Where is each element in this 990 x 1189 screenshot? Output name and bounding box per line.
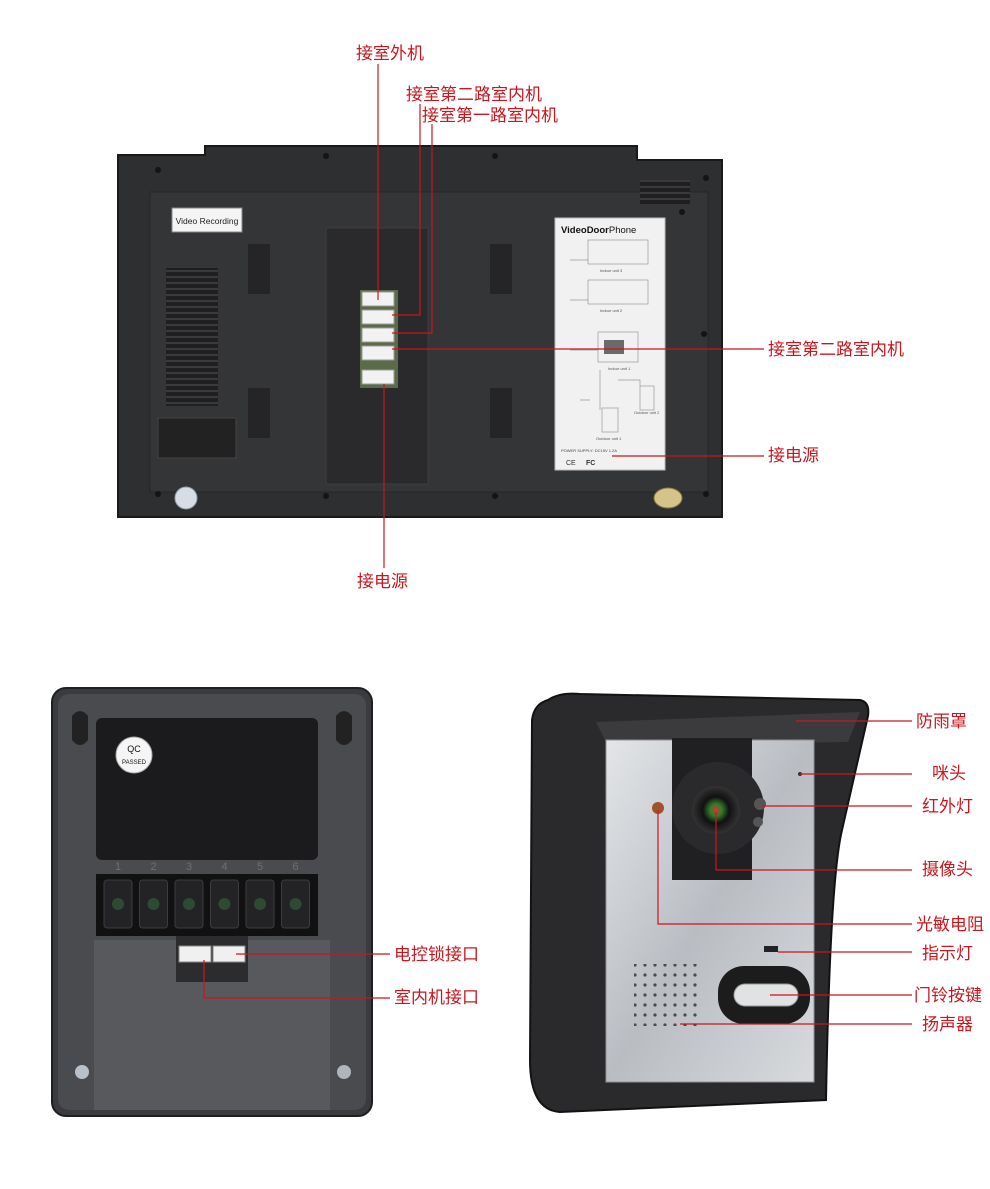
screw-head-icon [289, 898, 302, 910]
terminal-number: 5 [257, 861, 263, 873]
mount-slot [72, 711, 88, 745]
qc-text-line2: PASSED [122, 760, 147, 766]
terminal-number: 1 [115, 861, 121, 873]
label-power-right: 接电源 [768, 446, 819, 466]
label-indicator: 指示灯 [922, 944, 973, 964]
screw-icon [75, 1065, 89, 1079]
monitor-back: Video Recording VideoDoorPhone Indoor un… [117, 145, 723, 518]
ce-mark: CE [566, 460, 576, 467]
leader-indoor-unit-2-top [392, 104, 421, 316]
fc-mark: FC [586, 460, 595, 467]
ir-led-icon [754, 798, 766, 810]
panel-title: VideoDoorPhone [561, 225, 636, 236]
rain-cover-hood [596, 712, 860, 746]
label-indoor-unit-2-right: 接室第二路室内机 [768, 340, 904, 360]
outdoor-unit-back: QC PASSED 1 2 3 4 5 6 [51, 687, 373, 1117]
label-rain-cover: 防雨罩 [916, 712, 967, 732]
label-microphone: 咪头 [932, 764, 966, 784]
sd-slot [157, 417, 237, 459]
screw-icon [337, 1065, 351, 1079]
terminal-number: 2 [150, 861, 156, 873]
terminal-number: 3 [186, 861, 192, 873]
panel-title-light: Phone [609, 225, 636, 236]
panel-outdoor-1: Outdoor unit 1 [596, 436, 622, 441]
ir-led-icon [753, 817, 763, 827]
hanger-slot [490, 244, 512, 294]
panel-screen [604, 340, 624, 354]
connector-indoor-1[interactable] [361, 327, 395, 343]
annotation-leaders [203, 64, 912, 1025]
connector-indoor-2[interactable] [361, 309, 395, 325]
wiring-sketch [570, 239, 655, 433]
hanger-slot [248, 388, 270, 438]
screw-head-icon [183, 898, 195, 910]
label-speaker: 扬声器 [922, 1015, 973, 1035]
label-outdoor-unit-port: 接室外机 [356, 44, 424, 64]
round-sticker [174, 486, 198, 510]
panel-indoor-1: Indoor unit 1 [608, 366, 631, 371]
screw-head-icon [112, 898, 124, 910]
terminal-group: 1 2 3 4 5 6 [103, 861, 310, 929]
label-photoresistor: 光敏电阻 [916, 915, 984, 935]
video-recording-sticker [171, 207, 243, 233]
terminal-number: 6 [292, 861, 298, 873]
qc-passed-sticker [653, 487, 683, 509]
mount-slot [336, 711, 352, 745]
lock-connector[interactable] [178, 945, 212, 963]
label-indoor-unit-2-top: 接室第二路室内机 [406, 85, 542, 105]
speaker-grille [634, 964, 700, 1026]
panel-power-supply: POWER SUPPLY: DC15V 1.2A [561, 448, 617, 453]
label-doorbell-button: 门铃按键 [914, 986, 982, 1006]
screw-head-icon [218, 898, 231, 910]
panel-indoor-3: Indoor unit 3 [600, 268, 623, 273]
qc-sticker [115, 736, 153, 774]
vent-grille-right [640, 180, 690, 204]
vent-grille-left [166, 268, 218, 406]
leader-indoor-port [203, 960, 390, 999]
video-recording-text: Video Recording [176, 216, 239, 226]
indicator-led [764, 946, 778, 952]
leader-camera [715, 812, 912, 871]
screw-head-icon [147, 898, 160, 910]
label-indoor-unit-1: 接室第一路室内机 [422, 106, 558, 126]
qc-text-line1: QC [127, 744, 141, 754]
hanger-slot [490, 388, 512, 438]
terminal-number: 4 [221, 861, 227, 873]
screw-icons [155, 153, 709, 499]
label-lock-port: 电控锁接口 [394, 945, 479, 965]
panel-outdoor-2: Outdoor unit 2 [634, 410, 660, 415]
outdoor-unit-front [528, 692, 870, 1114]
panel-title-bold: VideoDoor [561, 225, 609, 236]
photoresistor-icon [652, 802, 664, 814]
label-power-bottom: 接电源 [357, 572, 408, 592]
label-ir-led: 红外灯 [922, 797, 973, 817]
panel-indoor-2: Indoor unit 2 [600, 308, 623, 313]
screw-head-icon [254, 898, 266, 910]
label-camera: 摄像头 [922, 860, 973, 880]
label-indoor-port: 室内机接口 [394, 988, 479, 1008]
connector-indoor-2b[interactable] [361, 345, 395, 361]
camera-lens-icon [692, 786, 740, 834]
leader-indoor-unit-1 [392, 124, 433, 334]
leader-photoresistor [657, 810, 912, 925]
connector-power[interactable] [361, 369, 395, 385]
hanger-slot [248, 244, 270, 294]
